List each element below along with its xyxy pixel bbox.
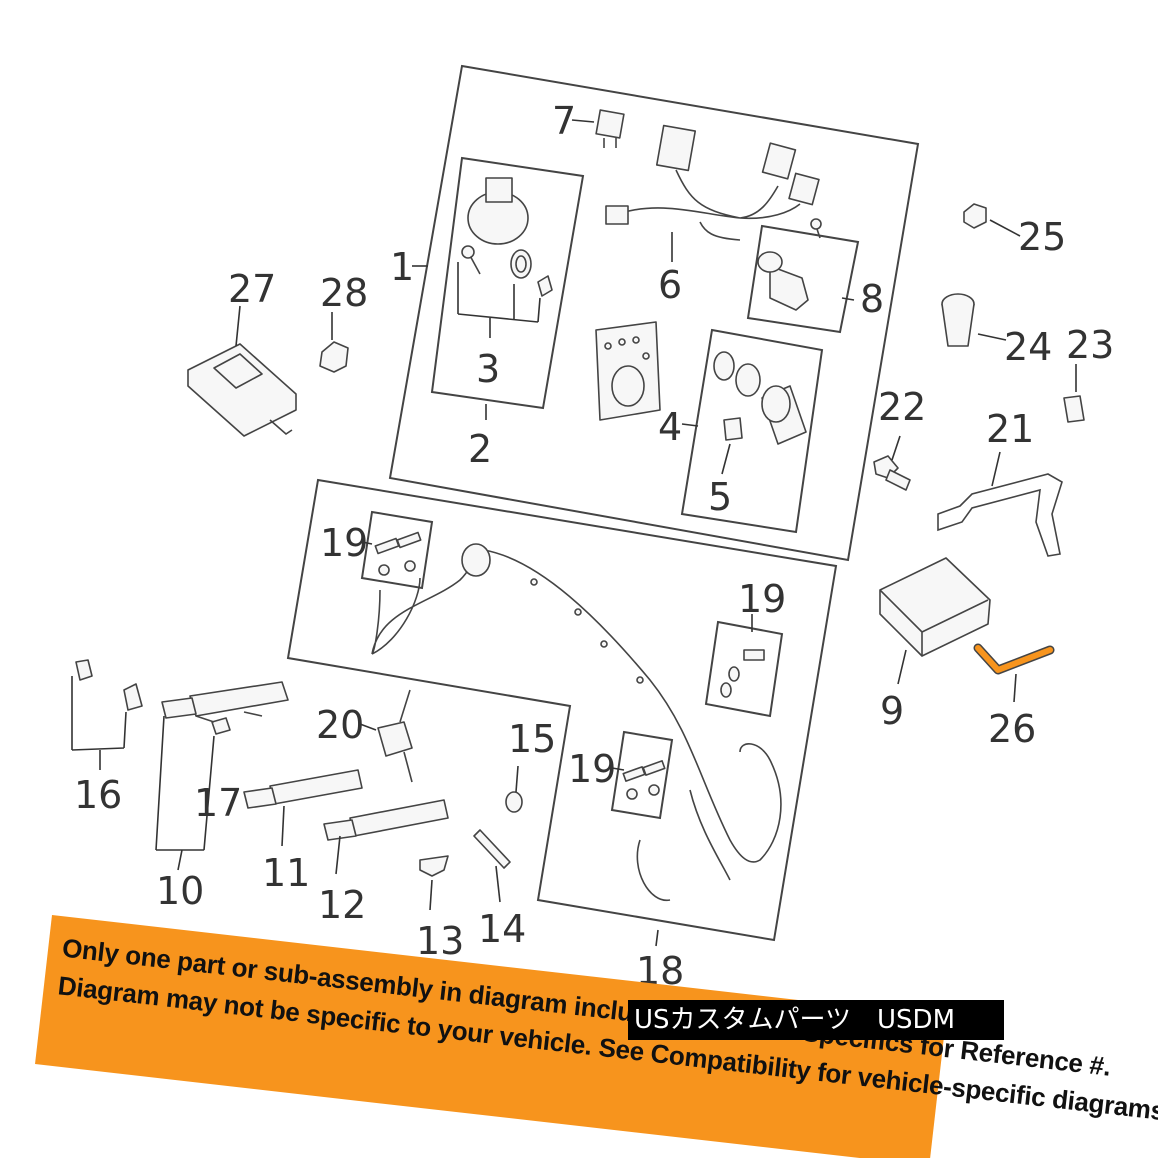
washer-part-15 [505, 791, 523, 813]
kit-19-items [374, 531, 765, 800]
fasteners-part-16 [75, 659, 143, 711]
control-module-part-27 [187, 343, 297, 437]
callout-1: 1 [390, 245, 414, 289]
callout-3: 3 [476, 347, 500, 391]
assembly-box-8 [746, 224, 860, 334]
callout-9: 9 [880, 689, 904, 733]
leader-lines [71, 119, 1077, 947]
callout-28: 28 [320, 271, 368, 315]
assembly-box-1 [388, 64, 920, 562]
seller-watermark: USカスタムパーツ USDM [628, 1000, 1004, 1040]
nut-part-25 [963, 203, 987, 229]
kit-box-19a [360, 510, 434, 590]
cylinder-part-12 [349, 799, 449, 837]
callout-19b: 19 [738, 577, 786, 621]
callout-14: 14 [478, 907, 526, 951]
module-part-9 [879, 557, 991, 657]
callout-5: 5 [708, 475, 732, 519]
assembly-box-4 [680, 328, 824, 534]
callout-12: 12 [318, 883, 366, 927]
cylinder-part-11 [269, 769, 363, 805]
callout-2: 2 [468, 427, 492, 471]
pin-part-23 [1063, 395, 1085, 423]
callout-22: 22 [878, 385, 926, 429]
kit-box-19b [704, 620, 784, 718]
pump-part-4 [713, 351, 807, 445]
callout-19c: 19 [568, 747, 616, 791]
callout-15: 15 [508, 717, 556, 761]
bushing-part-24 [941, 293, 975, 347]
relay-part-7 [595, 109, 625, 148]
valve-block [595, 321, 661, 421]
callout-21: 21 [986, 407, 1034, 451]
kit-box-19c [610, 730, 674, 820]
callout-25: 25 [1018, 215, 1066, 259]
callout-24: 24 [1004, 325, 1052, 369]
callout-6: 6 [658, 263, 682, 307]
connector-part-17 [211, 717, 231, 735]
bracket-part-21 [937, 473, 1063, 557]
sensor-part-20 [377, 689, 413, 783]
sensor-part-8 [757, 218, 822, 311]
harness-box-18 [286, 478, 838, 942]
callout-8: 8 [860, 277, 884, 321]
bolt-part-14 [473, 829, 511, 869]
bracket-part-13 [419, 855, 449, 877]
nut-part-28 [319, 341, 349, 373]
callout-17: 17 [194, 781, 242, 825]
callout-7: 7 [552, 99, 576, 143]
callout-19a: 19 [320, 521, 368, 565]
callout-13: 13 [416, 919, 464, 963]
callout-16: 16 [74, 773, 122, 817]
cylinder-part-10 [161, 681, 289, 723]
callout-26: 26 [988, 707, 1036, 751]
callout-4: 4 [658, 405, 682, 449]
callout-20: 20 [316, 703, 364, 747]
assembly-box-2 [430, 156, 585, 410]
wiring-harness-part-6 [605, 124, 820, 241]
callout-23: 23 [1066, 323, 1114, 367]
callout-10: 10 [156, 869, 204, 913]
bolt-part-22 [873, 455, 911, 491]
callout-11: 11 [262, 851, 310, 895]
motor-part-3 [461, 177, 553, 297]
callout-27: 27 [228, 267, 276, 311]
